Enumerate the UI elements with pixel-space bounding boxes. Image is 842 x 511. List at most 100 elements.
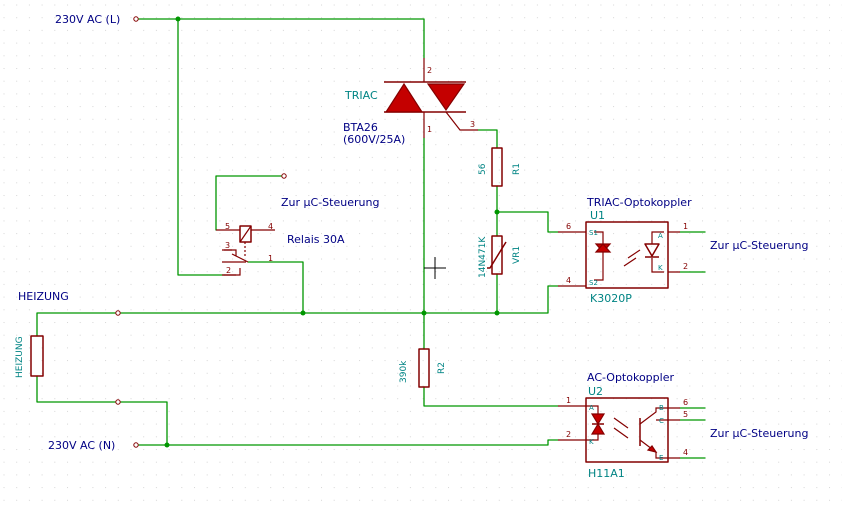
u2-body	[585, 397, 669, 463]
label-triac-opto-title: TRIAC-Optokoppler	[586, 196, 692, 209]
label-n-supply: 230V AC (N)	[48, 439, 115, 452]
relay-pin-5: 5	[225, 222, 230, 231]
u2-led-wire	[586, 405, 599, 441]
u1-body	[585, 221, 669, 289]
u1-right-pins	[668, 231, 680, 273]
resistor-r1	[491, 147, 503, 187]
junction-dot	[300, 310, 306, 316]
u1-light-arrows	[623, 249, 641, 267]
terminal-l	[133, 16, 139, 22]
u1-pin-s2: S2	[589, 279, 598, 287]
relay-no	[222, 268, 241, 276]
u1-pin-k: K	[658, 264, 663, 272]
r1-value: 56	[478, 163, 488, 175]
label-l-supply: 230V AC (L)	[55, 13, 120, 26]
u1-pin-a: A	[658, 232, 663, 240]
relay-pin-1: 1	[268, 254, 273, 263]
u1-ref: U1	[590, 209, 605, 222]
u2-transistor	[639, 407, 668, 459]
resistor-r2	[418, 348, 430, 388]
junction-dot	[494, 310, 500, 316]
wire-heizung-net	[120, 285, 559, 314]
u1-int-triac-b	[594, 243, 612, 253]
r1-body	[491, 147, 503, 187]
triac-symbol: 2 1 3	[384, 58, 478, 138]
relay-pin-2: 2	[226, 266, 231, 275]
triac-rating: (600V/25A)	[343, 133, 405, 146]
u2-right-pins	[668, 407, 680, 459]
relay-pin-4: 4	[268, 222, 273, 231]
u1-led-wire	[651, 231, 664, 273]
wire-n-supply	[138, 439, 559, 446]
triac-pin-2: 2	[427, 66, 432, 75]
junction-dot	[164, 442, 170, 448]
relay-nc	[222, 249, 237, 256]
wires	[36, 18, 706, 459]
relay-symbol: 5 4 3 1 2	[216, 222, 275, 276]
u2-pin-4: 4	[683, 448, 688, 457]
u1-left-pins	[558, 231, 586, 287]
u2-emitter-arrow	[646, 445, 658, 453]
wire-gate-r1	[477, 129, 498, 149]
wire-relay-ctrl	[215, 175, 282, 231]
u1-int-wire	[594, 231, 604, 281]
heater-body	[30, 335, 44, 377]
r1-ref: R1	[512, 163, 522, 175]
varistor-vr1	[487, 235, 507, 275]
u2-pin-b: B	[659, 404, 664, 412]
triac-name: TRIAC	[344, 89, 378, 102]
terminal-heizung-a	[115, 310, 121, 316]
u2-pin-5: 5	[683, 410, 688, 419]
u1-pin-4: 4	[566, 276, 571, 285]
wire-relay-heizung	[247, 261, 304, 314]
label-triac-opto-ctrl: Zur µC-Steuerung	[710, 239, 808, 252]
u2-left-pins	[558, 405, 586, 441]
u2-pin-k: K	[589, 438, 594, 446]
triac-gate	[445, 111, 478, 131]
wire-l-relay	[177, 18, 225, 276]
u2-light-arrows	[613, 417, 629, 439]
vr1-body	[491, 235, 503, 275]
r2-body	[418, 348, 430, 388]
r2-ref: R2	[437, 362, 447, 374]
label-heizung-net: HEIZUNG	[18, 290, 69, 303]
u2-pin-e: E	[659, 454, 663, 462]
wire-heizung-load-top	[36, 312, 116, 337]
u2-pin-c: C	[659, 417, 664, 425]
triac-triangle-right	[426, 83, 466, 112]
u2-pin-1: 1	[566, 396, 571, 405]
terminal-heizung-b	[115, 399, 121, 405]
junction-dot	[494, 209, 500, 215]
terminal-n	[133, 442, 139, 448]
heater-load	[30, 335, 44, 377]
u2-part: H11A1	[588, 467, 625, 480]
triac-pin-3: 3	[470, 120, 475, 129]
u1-pin-6: 6	[566, 222, 571, 231]
u2-pin-2: 2	[566, 430, 571, 439]
relay-coil-diag	[239, 225, 252, 243]
u2-led-a	[590, 413, 606, 426]
relay-pin-3: 3	[225, 241, 230, 250]
junction-dot	[421, 310, 427, 316]
u2-pin-6: 6	[683, 398, 688, 407]
label-ac-opto-ctrl: Zur µC-Steuerung	[710, 427, 808, 440]
wire-r2-u2	[423, 386, 559, 407]
wire-l-supply	[138, 18, 425, 59]
triac-pin-1: 1	[427, 125, 432, 134]
wire-n-heizung	[120, 401, 168, 446]
u2-pin-a: A	[589, 404, 594, 412]
vr1-ref: VR1	[512, 246, 522, 264]
terminal-relay-ctrl	[281, 173, 287, 179]
u1-optocoupler: 6 4 1 2 S1 S2 A K	[558, 221, 688, 289]
u1-pin-1: 1	[683, 222, 688, 231]
r2-value: 390k	[399, 360, 409, 383]
junctions	[164, 16, 500, 448]
u1-part: K3020P	[590, 292, 632, 305]
label-relais-ctrl: Zur µC-Steuerung	[281, 196, 379, 209]
label-ac-opto-title: AC-Optokoppler	[587, 371, 674, 384]
relay-label: Relais 30A	[287, 233, 345, 246]
triac-triangle-left	[384, 82, 424, 113]
heater-label: HEIZUNG	[15, 336, 25, 378]
